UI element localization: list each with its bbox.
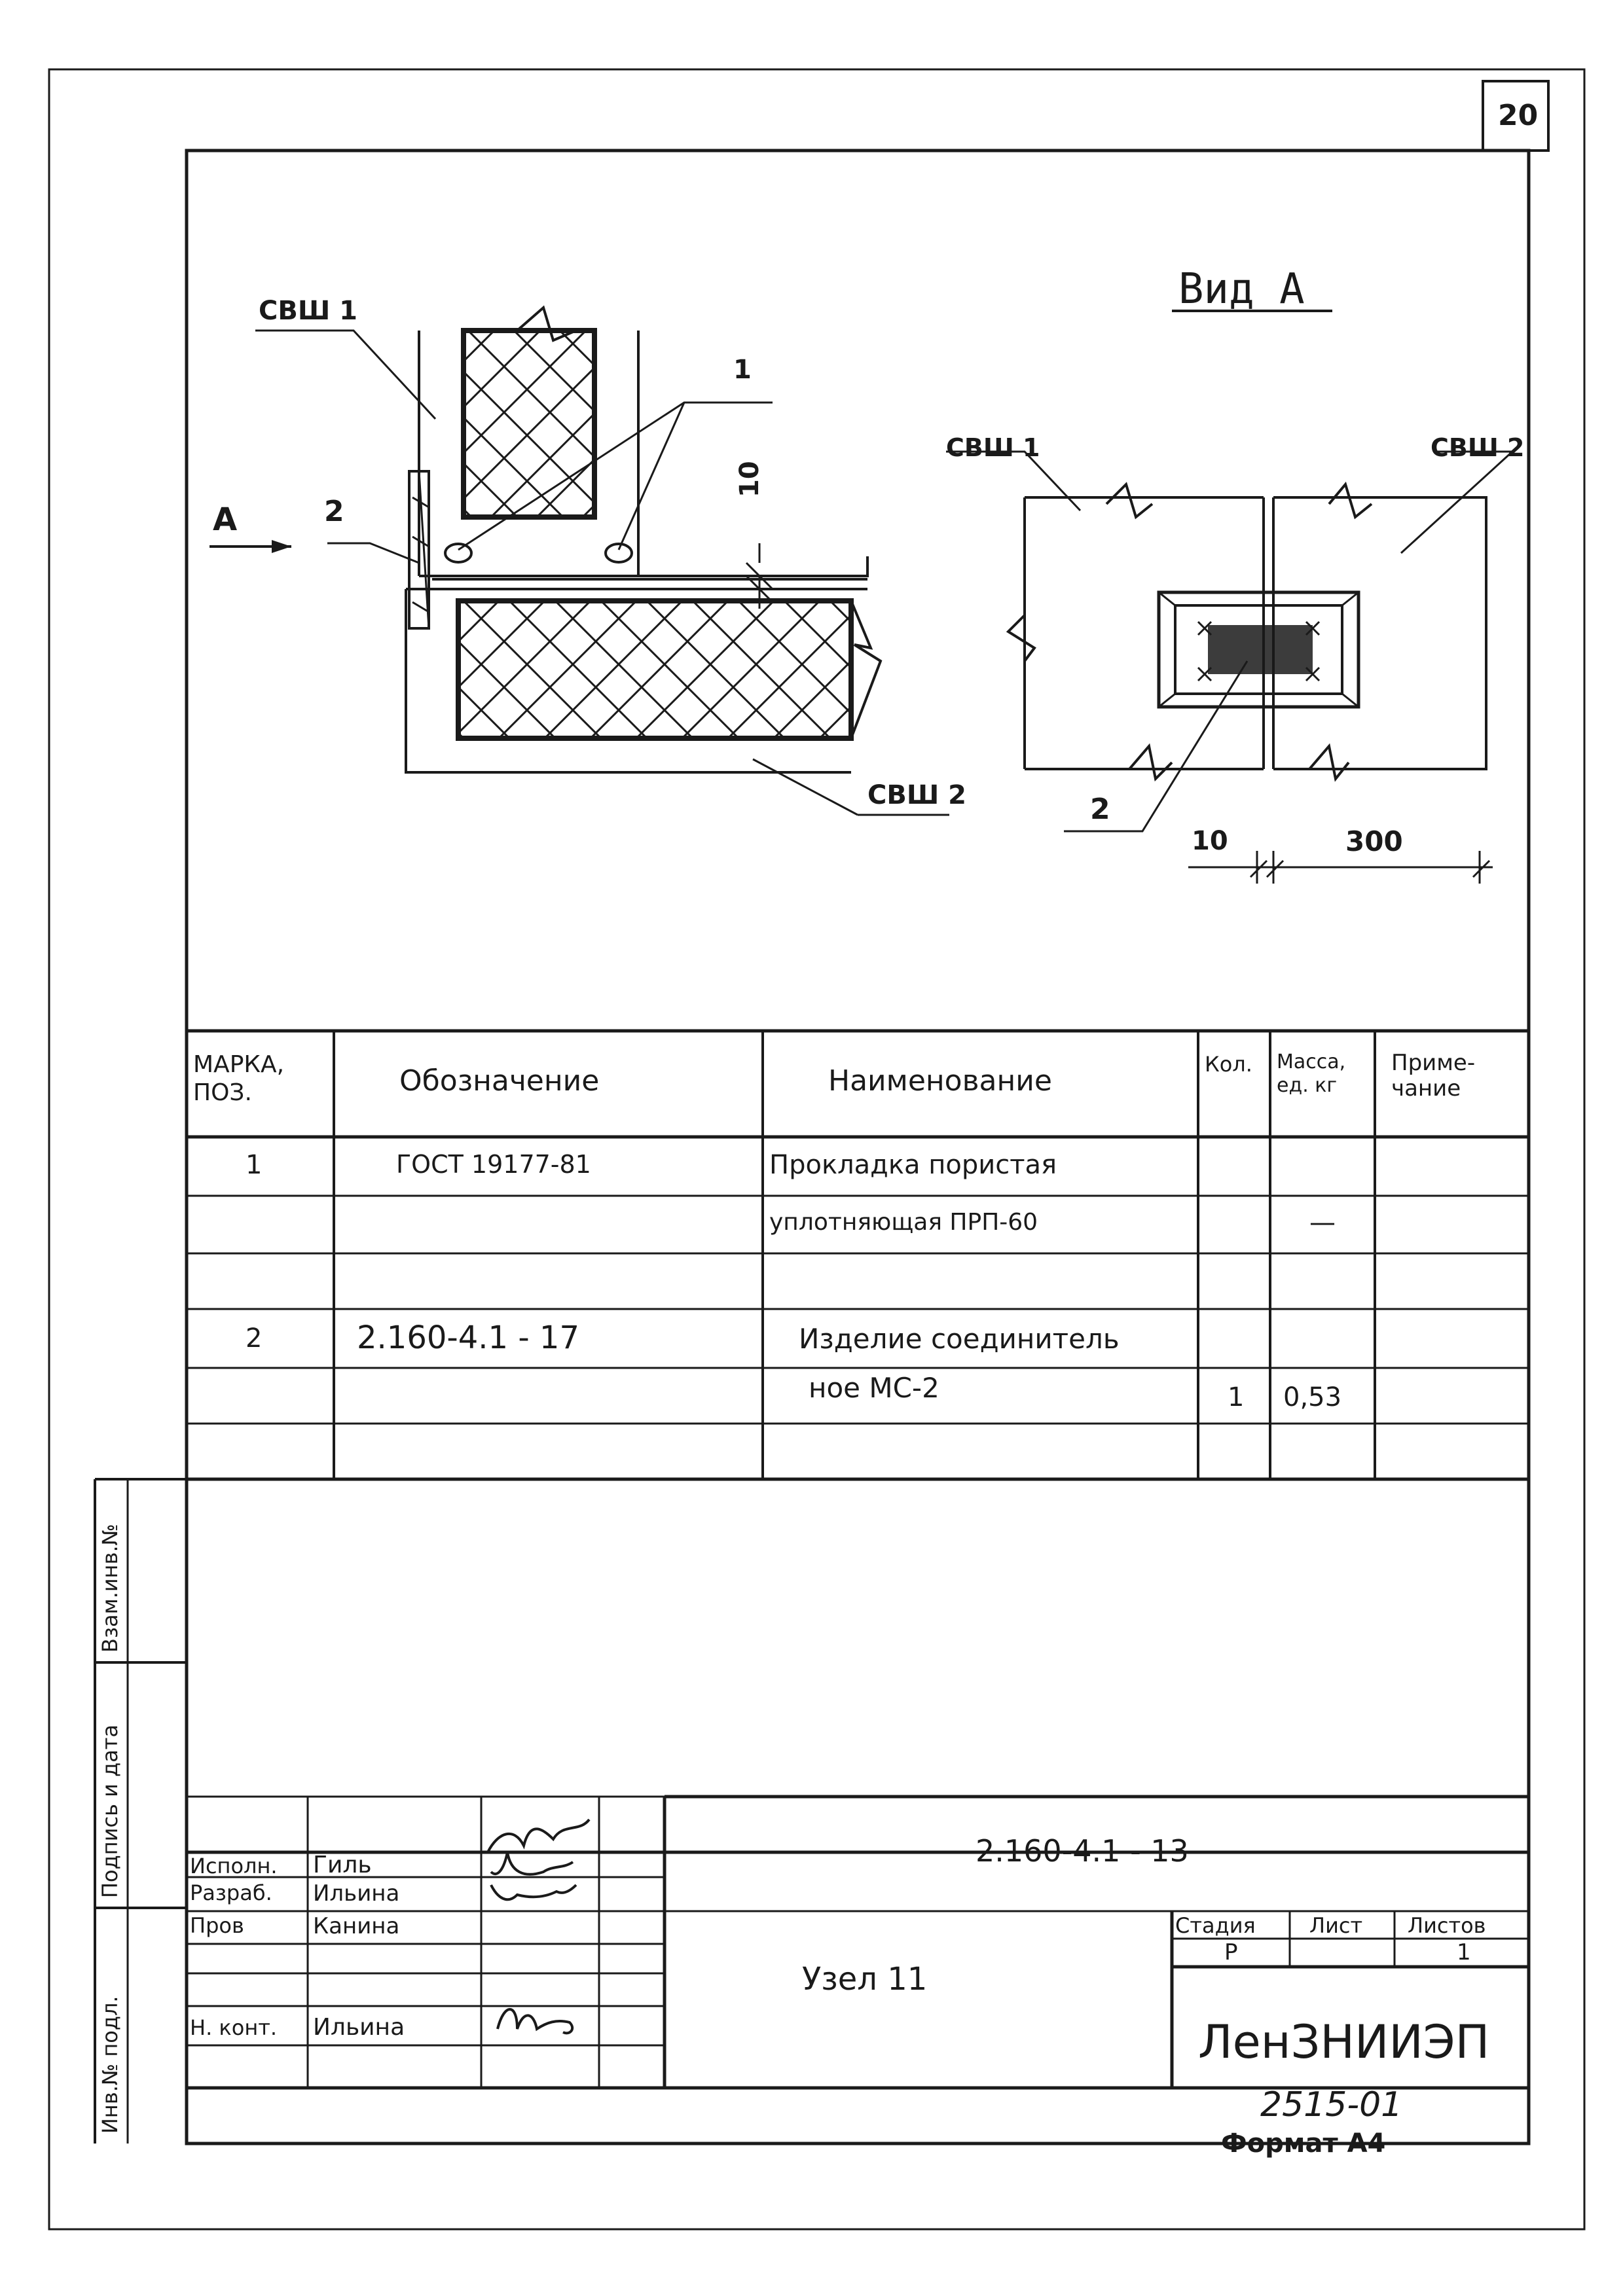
signature-ispoln	[486, 1818, 591, 1853]
label-dim-10-left: 10	[735, 461, 765, 497]
inner-frame	[185, 149, 1531, 2145]
side-stamp-podpis-data: Подпись и дата	[98, 1724, 122, 1898]
label-pos1-left: 1	[733, 355, 752, 385]
name-nkont: Ильина	[313, 2014, 405, 2041]
row1-designation: ГОСТ 19177-81	[396, 1150, 591, 1179]
sheet-number: 20	[1498, 99, 1539, 132]
section-drawing-left	[210, 305, 949, 816]
side-stamp-grid	[94, 1478, 187, 2144]
signature-razrab	[490, 1852, 574, 1876]
organization-name: ЛенЗНИИЭП	[1198, 2015, 1490, 2069]
role-ispoln: Исполн.	[190, 1854, 278, 1878]
side-stamp-vzam-inv: Взам.инв.№	[98, 1524, 122, 1653]
view-a-drawing	[946, 310, 1515, 884]
title-block-grid	[187, 1795, 1529, 2090]
header-designation: Обозначение	[399, 1064, 600, 1098]
row4-designation: 2.160-4.1 - 17	[357, 1319, 579, 1356]
label-dim-300-right: 300	[1345, 825, 1403, 857]
label-dim-10-right: 10	[1192, 826, 1228, 856]
row4-mark: 2	[246, 1323, 263, 1354]
sheet-number-box	[1482, 80, 1550, 152]
doc-code: 2.160-4.1 - 13	[976, 1833, 1189, 1869]
view-title: Вид А	[1178, 265, 1305, 314]
row5-name: ное МС-2	[809, 1372, 939, 1404]
header-qty: Кол.	[1205, 1052, 1252, 1077]
side-stamp-inv-podl: Инв.№ подл.	[98, 1996, 122, 2134]
row2-name: уплотняющая ПРП-60	[769, 1209, 1038, 1236]
spec-table-grid	[187, 1029, 1529, 1481]
drawing-title: Узел 11	[802, 1961, 928, 1998]
header-mass: Масса, ед. кг	[1277, 1050, 1346, 1097]
signature-prov	[490, 1884, 577, 1901]
role-nkont: Н. конт.	[190, 2015, 278, 2040]
header-mark: МАРКА, ПОЗ.	[193, 1051, 285, 1107]
row4-name: Изделие соединитель	[799, 1323, 1120, 1355]
bottom-code: 2515-01	[1260, 2085, 1403, 2125]
role-prov: Пров	[190, 1913, 244, 1938]
format-label: Формат А4	[1221, 2128, 1386, 2159]
stage-label: Стадия	[1175, 1913, 1256, 1938]
label-arrow-a: А	[213, 501, 238, 538]
name-razrab: Ильина	[313, 1880, 400, 1907]
name-prov: Канина	[313, 1913, 400, 1939]
label-svsh1-left: СВШ 1	[259, 296, 358, 326]
row5-mass: 0,53	[1283, 1382, 1342, 1412]
label-svsh2-left: СВШ 2	[867, 780, 967, 810]
name-ispoln: Гиль	[313, 1852, 372, 1878]
label-pos2-left: 2	[324, 495, 344, 528]
sheet-label: Лист	[1309, 1913, 1363, 1938]
stage-value: Р	[1224, 1939, 1238, 1965]
label-svsh1-right: СВШ 1	[946, 433, 1040, 462]
label-pos2-right: 2	[1090, 793, 1110, 826]
signature-nkont	[496, 2008, 574, 2035]
sheets-value: 1	[1457, 1939, 1471, 1965]
label-svsh2-right: СВШ 2	[1431, 433, 1525, 462]
header-name: Наименование	[828, 1064, 1052, 1098]
sheets-label: Листов	[1408, 1913, 1486, 1938]
row1-mark: 1	[246, 1150, 263, 1180]
outer-frame	[48, 68, 1586, 2231]
row5-qty: 1	[1228, 1382, 1245, 1412]
role-razrab: Разраб.	[190, 1880, 272, 1905]
row1-name: Прокладка пористая	[769, 1150, 1057, 1180]
header-note: Приме- чание	[1391, 1050, 1476, 1102]
row2-mass: —	[1309, 1208, 1336, 1238]
